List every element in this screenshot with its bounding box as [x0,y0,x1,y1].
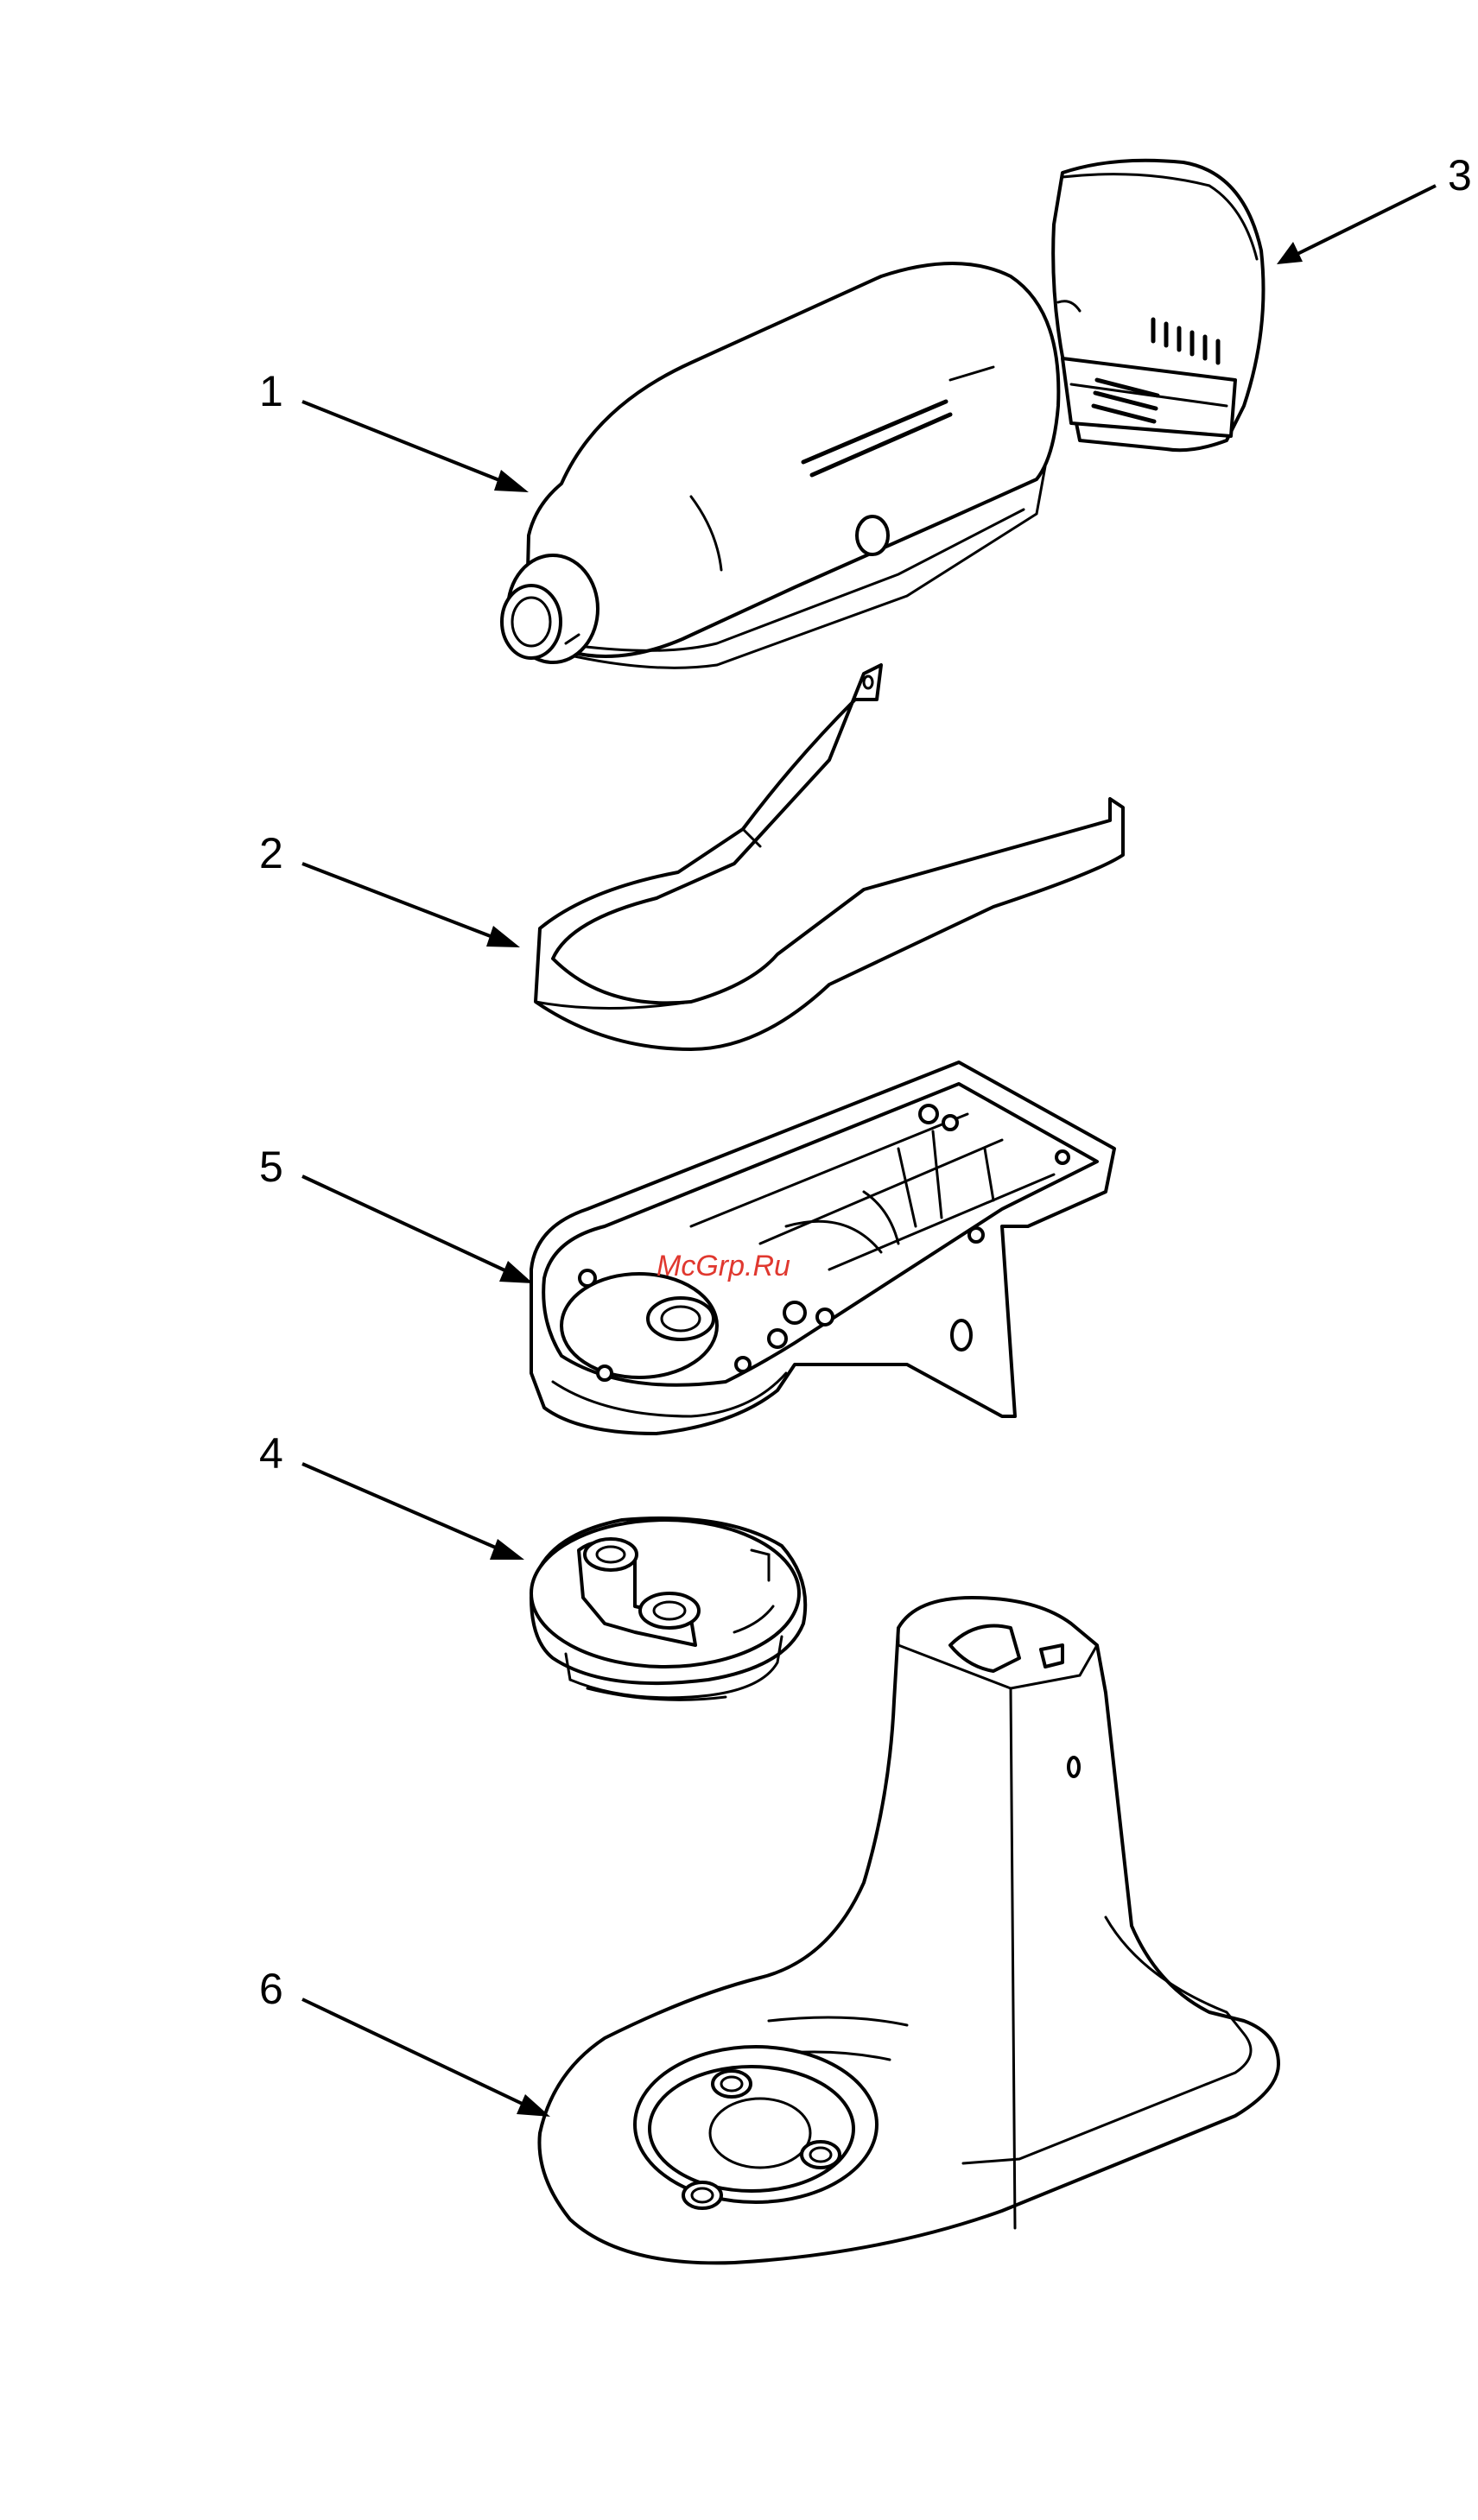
part-3-rear-cover [1053,161,1263,451]
attachment-hub [502,555,598,662]
leader-line-1 [302,402,529,492]
leader-line-2 [302,864,520,947]
part-1-motor-housing [502,263,1058,668]
leader-line-3 [1277,186,1436,264]
callout-1: 1 [259,367,283,415]
leader-line-6 [302,1999,550,2117]
part-5-gear-housing [531,1062,1114,1434]
watermark: McGrp.Ru [657,1250,790,1282]
callout-5: 5 [259,1143,283,1191]
callout-6: 6 [259,1965,283,2013]
part-4-planetary-cap [531,1518,805,1700]
part-2-trim-band [536,665,1123,1049]
callout-4: 4 [259,1429,283,1478]
leader-line-4 [302,1464,524,1560]
callout-3: 3 [1448,151,1472,199]
leader-line-5 [302,1176,533,1283]
callout-2: 2 [259,829,283,877]
